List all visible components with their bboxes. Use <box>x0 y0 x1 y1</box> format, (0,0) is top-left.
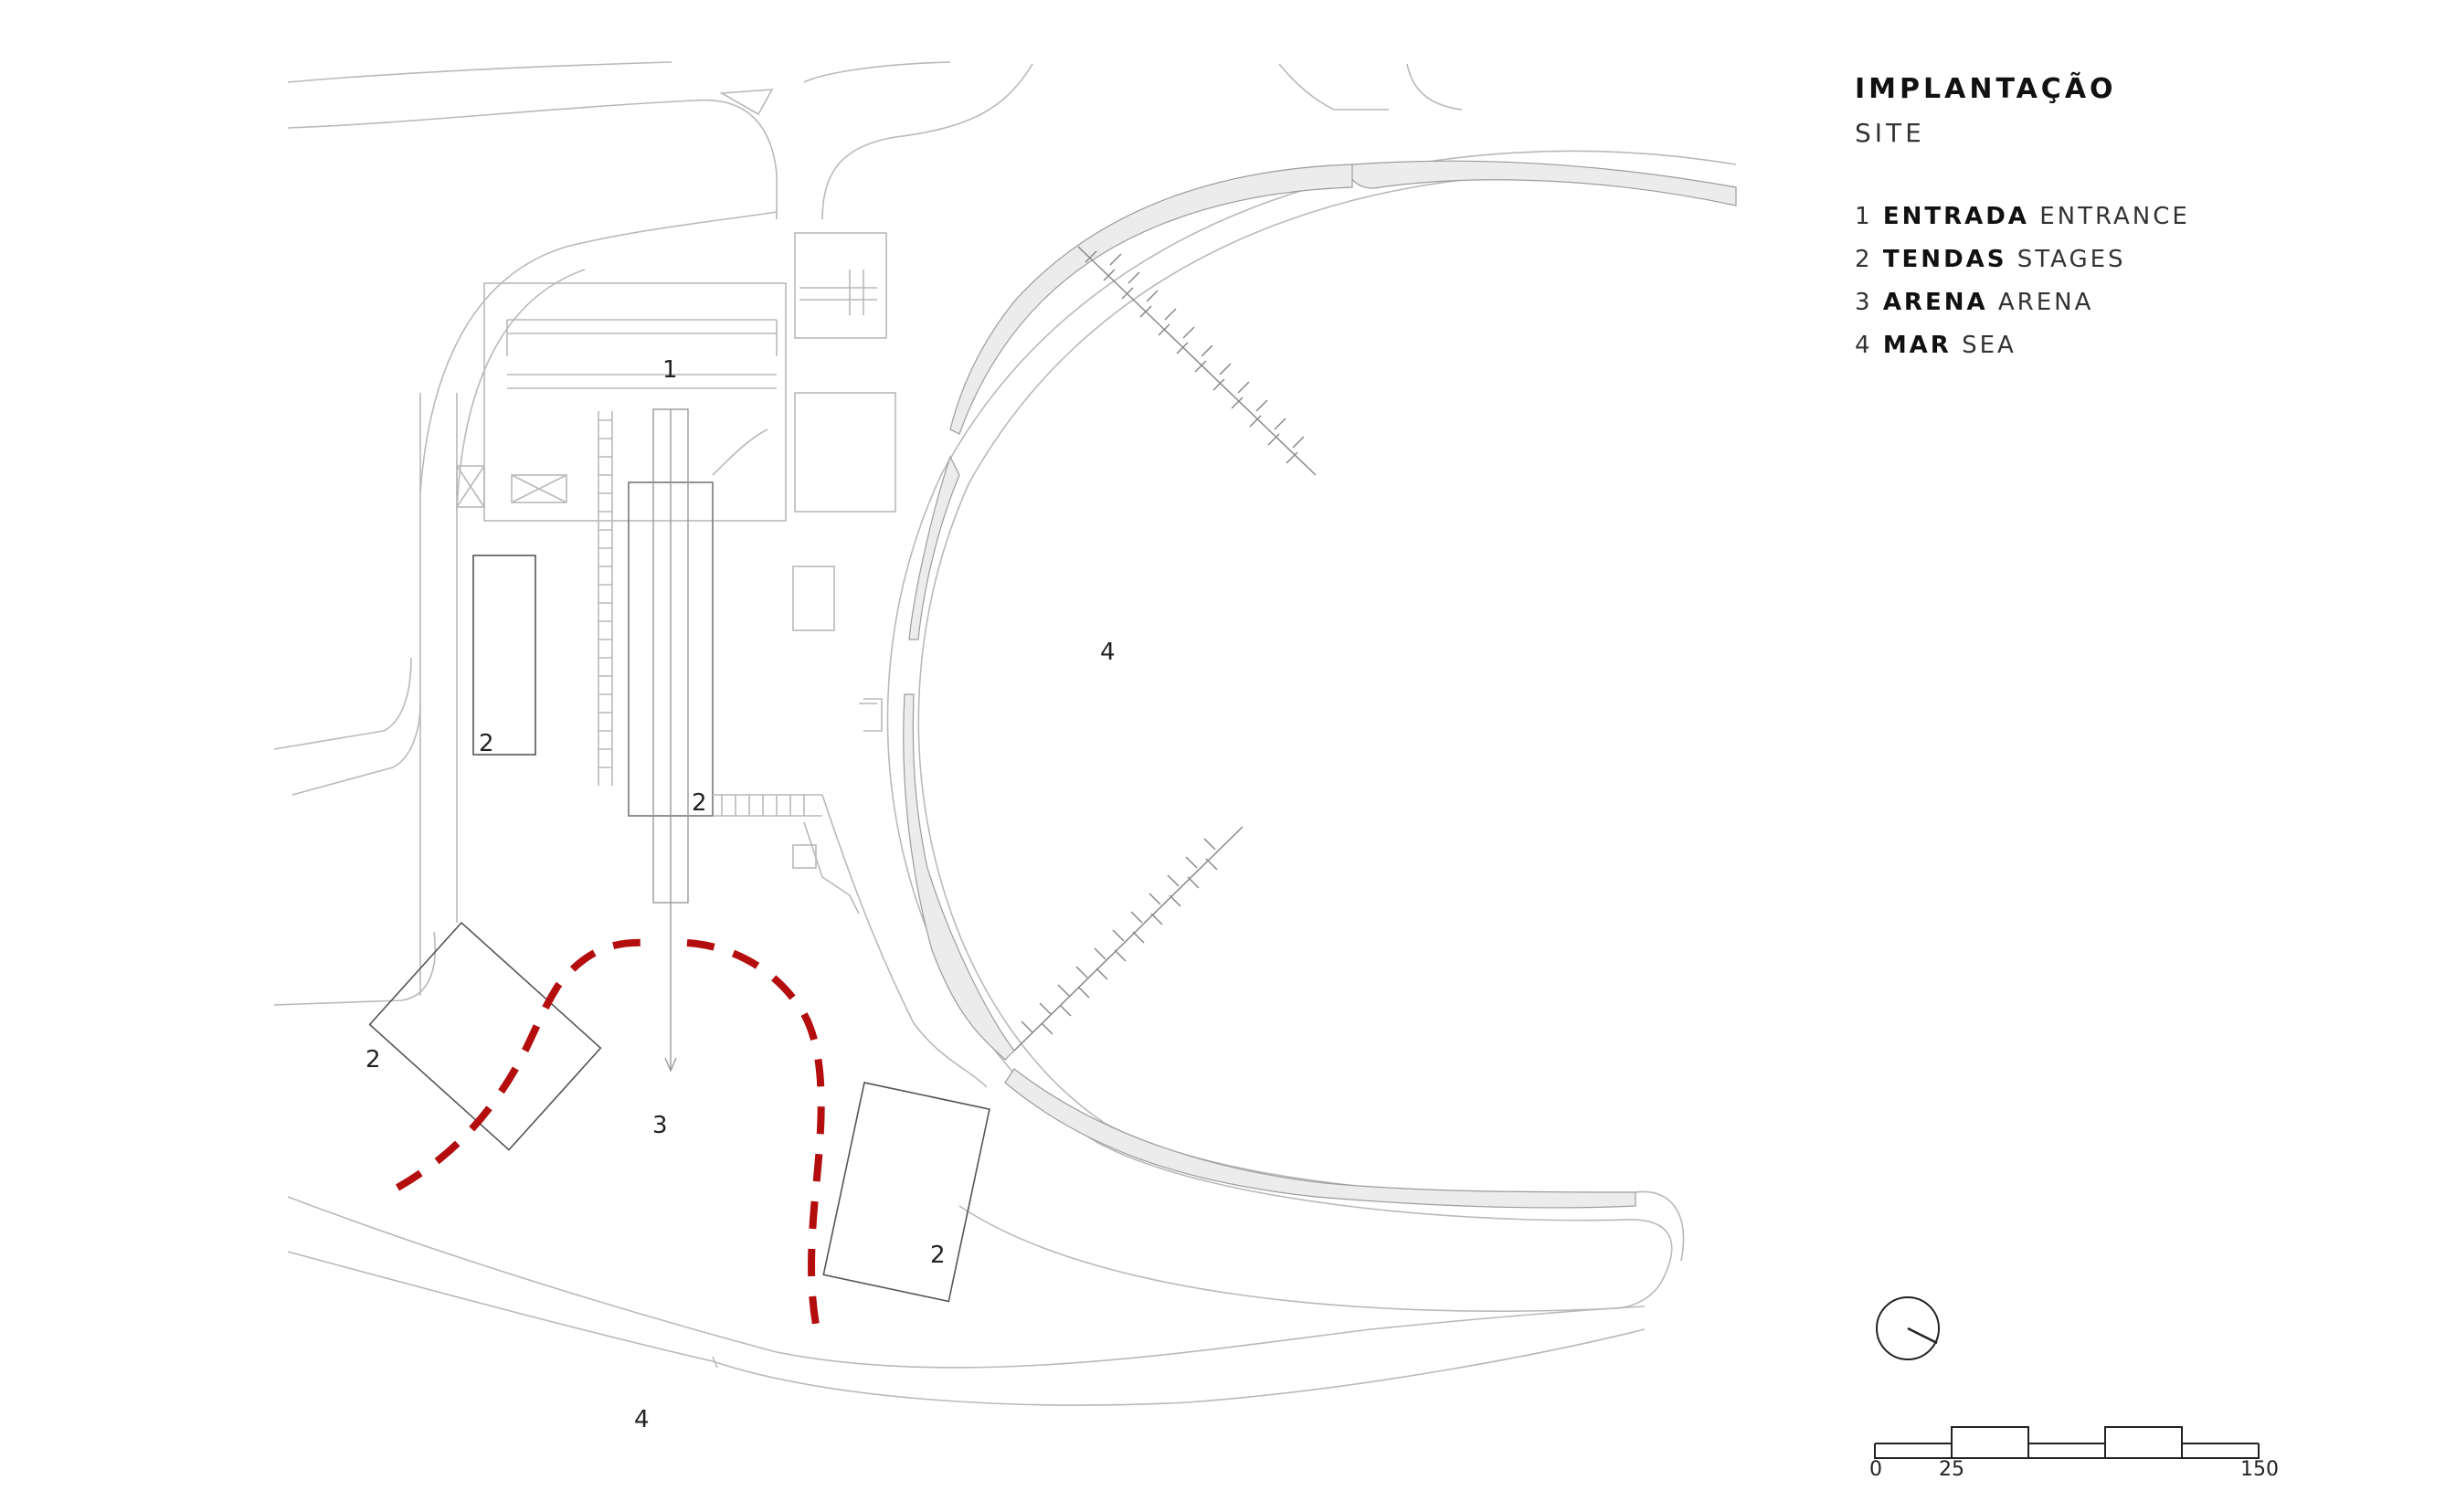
label-arena: 3 <box>652 1112 668 1139</box>
legend-item: 4 MAR SEA <box>1855 332 2017 359</box>
arena-boundary <box>396 938 650 1191</box>
stage-tent-c <box>822 1082 990 1303</box>
scale-label-mid: 25 <box>1939 1458 1964 1481</box>
label-stage-a: 2 <box>479 730 494 757</box>
arena-boundary-east <box>686 939 825 1326</box>
stage-tent-b <box>368 921 602 1151</box>
legend-item: 3 ARENA ARENA <box>1855 289 2094 316</box>
legend-list: 1 ENTRADA ENTRANCE 2 TENDAS STAGES 3 ARE… <box>1855 196 2190 367</box>
entrance-plaza <box>456 232 896 522</box>
south-shoreline <box>287 1196 1646 1406</box>
legend-item: 2 TENDAS STAGES <box>1855 246 2126 273</box>
pier-north <box>1077 246 1317 476</box>
scale-label-start: 0 <box>1869 1458 1882 1481</box>
legend-title: IMPLANTAÇÃO <box>1855 73 2117 105</box>
label-stage-b: 2 <box>365 1046 381 1073</box>
label-sea-south: 4 <box>634 1406 650 1433</box>
stage-tent-a <box>472 555 536 756</box>
harbor-quay <box>886 150 1737 1312</box>
label-stage-c: 2 <box>930 1242 946 1269</box>
north-arrow-icon <box>1876 1296 1940 1360</box>
label-stage-d: 2 <box>692 789 707 817</box>
label-entrance: 1 <box>662 356 678 384</box>
scale-bar <box>1874 1426 2260 1459</box>
legend: IMPLANTAÇÃO SITE 1 ENTRADA ENTRANCE 2 TE… <box>1855 73 2190 367</box>
legend-item: 1 ENTRADA ENTRANCE <box>1855 203 2190 230</box>
quay-structures <box>792 566 988 1088</box>
scale-label-end: 150 <box>2240 1458 2279 1481</box>
road-network <box>273 61 1463 1006</box>
pier-south <box>1013 826 1244 1052</box>
legend-subtitle: SITE <box>1855 118 1925 148</box>
label-sea-north: 4 <box>1100 639 1116 666</box>
main-axis-building <box>598 408 822 1073</box>
